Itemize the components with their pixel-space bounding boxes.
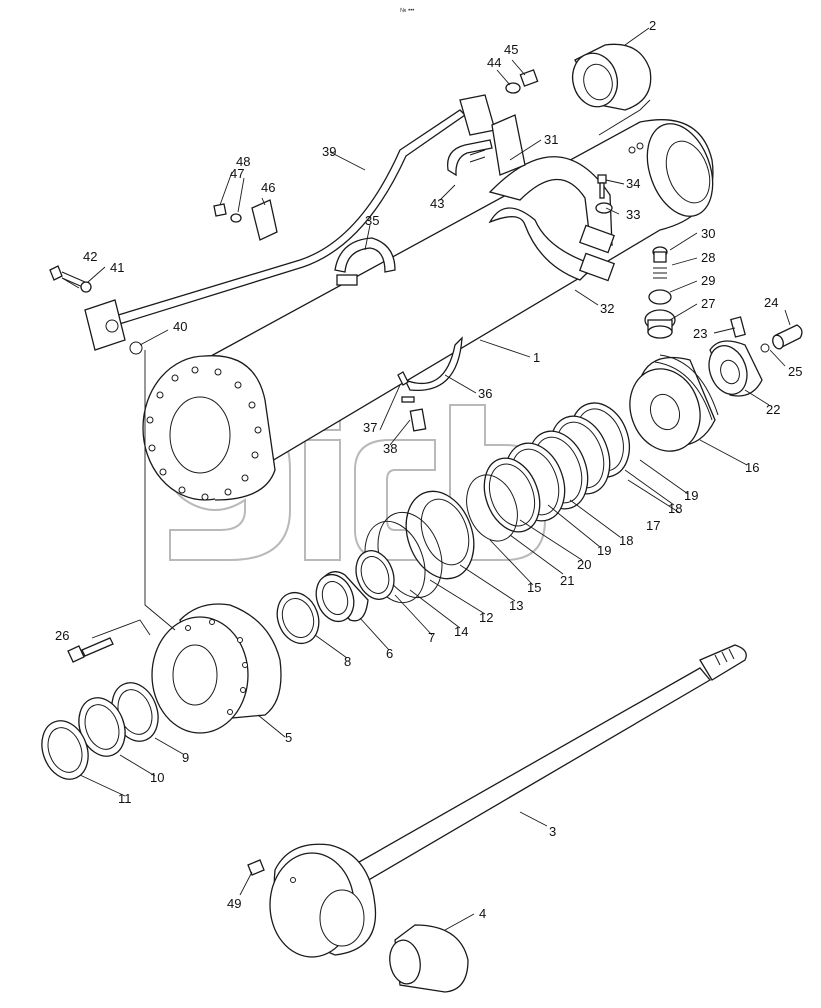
callout-1: 1 <box>533 350 540 365</box>
callout-13: 13 <box>509 598 523 613</box>
bushing-top <box>571 43 652 111</box>
callout-42: 42 <box>83 249 97 264</box>
callout-14: 14 <box>454 624 468 639</box>
callout-47: 47 <box>230 166 244 181</box>
callout-8: 8 <box>344 654 351 669</box>
bracket-nuts <box>505 69 539 94</box>
clamp-band <box>488 156 616 282</box>
callout-9: 9 <box>182 750 189 765</box>
callout-35: 35 <box>365 213 379 228</box>
set-screw-and-pin <box>730 316 803 353</box>
callout-labels: 2 1 3 4 5 6 7 8 9 10 11 12 13 14 15 16 1… <box>55 18 802 921</box>
callout-32: 32 <box>600 301 614 316</box>
piston-nut <box>708 340 763 397</box>
callout-5: 5 <box>285 730 292 745</box>
pipe-clip <box>213 199 278 241</box>
clamp-bolt <box>595 174 613 214</box>
callout-23: 23 <box>693 326 707 341</box>
grease-nipple <box>247 859 296 883</box>
callout-18b: 18 <box>619 533 633 548</box>
bushing-bottom <box>389 924 469 993</box>
hydraulic-pipe <box>84 94 496 351</box>
callout-24: 24 <box>764 295 778 310</box>
callout-45: 45 <box>504 42 518 57</box>
piston-rod <box>343 644 747 886</box>
callout-29: 29 <box>701 273 715 288</box>
callout-12: 12 <box>479 610 493 625</box>
cylinder-tube <box>142 119 714 501</box>
pipe-bolt-41-42 <box>49 265 143 355</box>
head-bolt <box>67 637 114 663</box>
callout-26: 26 <box>55 628 69 643</box>
callout-41: 41 <box>110 260 124 275</box>
callout-49: 49 <box>227 896 241 911</box>
head-seal-rings <box>41 682 159 780</box>
callout-43: 43 <box>430 196 444 211</box>
callout-27: 27 <box>701 296 715 311</box>
flange-bolt-holes <box>146 366 262 501</box>
callout-31: 31 <box>544 132 558 147</box>
callout-33: 33 <box>626 207 640 222</box>
cylinder-head <box>151 603 282 734</box>
small-bolt-37-38 <box>397 371 427 432</box>
piston-seal-rings <box>466 402 630 542</box>
callout-16: 16 <box>745 460 759 475</box>
callout-44: 44 <box>487 55 501 70</box>
callout-40: 40 <box>173 319 187 334</box>
callout-20: 20 <box>577 557 591 572</box>
callout-7: 7 <box>428 630 435 645</box>
callout-3: 3 <box>549 824 556 839</box>
bushing-and-seal <box>276 571 369 645</box>
callout-34: 34 <box>626 176 640 191</box>
callout-36: 36 <box>478 386 492 401</box>
pipe-clamp-36 <box>403 336 463 392</box>
leader-lines <box>61 27 791 931</box>
callout-25: 25 <box>788 364 802 379</box>
callout-6: 6 <box>386 646 393 661</box>
fitting-stack <box>644 246 676 339</box>
callout-39: 39 <box>322 144 336 159</box>
callout-46: 46 <box>261 180 275 195</box>
callout-2: 2 <box>649 18 656 33</box>
callout-37: 37 <box>363 420 377 435</box>
pipe-clamp-35 <box>334 237 396 286</box>
callout-4: 4 <box>479 906 486 921</box>
piston <box>629 354 719 452</box>
callout-18a: 18 <box>668 501 682 516</box>
callout-11: 11 <box>118 791 132 806</box>
callout-19b: 19 <box>597 543 611 558</box>
callout-21: 21 <box>560 573 574 588</box>
callout-48: 48 <box>236 154 250 169</box>
callout-30: 30 <box>701 226 715 241</box>
callout-22: 22 <box>766 402 780 417</box>
callout-17: 17 <box>646 518 660 533</box>
callout-28: 28 <box>701 250 715 265</box>
callout-38: 38 <box>383 441 397 456</box>
header-mark: № ••• <box>400 7 414 14</box>
callout-10: 10 <box>150 770 164 785</box>
rod-guide-rings <box>355 490 475 604</box>
pipe-bracket <box>446 114 526 177</box>
callout-15: 15 <box>527 580 541 595</box>
callout-19a: 19 <box>684 488 698 503</box>
